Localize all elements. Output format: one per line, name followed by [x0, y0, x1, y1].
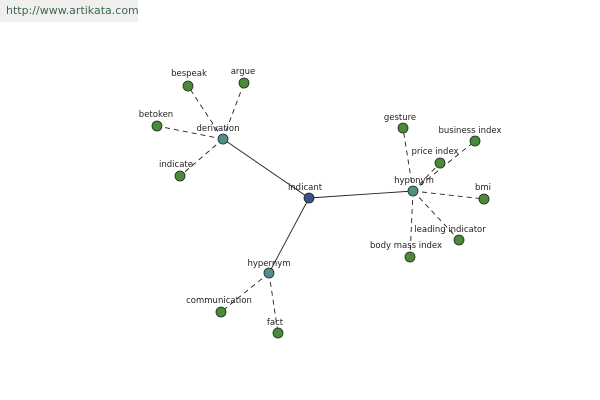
- node-gesture[interactable]: [397, 122, 409, 134]
- label-bmi[interactable]: bmi: [475, 183, 491, 193]
- edge-hyponym-body-mass-index: [409, 190, 414, 258]
- node-indicant[interactable]: [303, 192, 315, 204]
- edge-derivation-argue: [222, 82, 245, 140]
- label-bespeak[interactable]: bespeak: [171, 69, 207, 79]
- node-fact[interactable]: [272, 327, 284, 339]
- label-indicant[interactable]: indicant: [288, 183, 323, 193]
- label-body-mass-index[interactable]: body mass index: [370, 241, 442, 251]
- edge-derivation-betoken: [156, 125, 224, 140]
- label-hyponym[interactable]: hyponym: [394, 176, 434, 186]
- node-business-index[interactable]: [469, 135, 481, 147]
- edge-indicant-hyponym: [308, 190, 414, 199]
- node-derivation[interactable]: [217, 133, 229, 145]
- node-communication[interactable]: [215, 306, 227, 318]
- label-price-index[interactable]: price index: [411, 147, 458, 157]
- edge-hypernym-fact: [268, 272, 279, 334]
- node-price-index[interactable]: [434, 157, 446, 169]
- edge-derivation-bespeak: [187, 85, 224, 140]
- label-betoken[interactable]: betoken: [139, 110, 173, 120]
- label-argue[interactable]: argue: [231, 67, 256, 77]
- label-derivation[interactable]: derivation: [196, 124, 239, 134]
- source-url[interactable]: http://www.artikata.com: [0, 0, 139, 22]
- label-business-index[interactable]: business index: [438, 126, 501, 136]
- edge-indicant-hypernym: [268, 197, 310, 274]
- graph-nodes: [151, 77, 490, 339]
- edge-hyponym-price-index: [412, 162, 441, 192]
- node-bespeak[interactable]: [182, 80, 194, 92]
- label-indicate[interactable]: indicate: [159, 160, 193, 170]
- node-bmi[interactable]: [478, 193, 490, 205]
- graph-edges: [156, 82, 485, 334]
- edge-hyponym-bmi: [412, 190, 485, 200]
- node-indicate[interactable]: [174, 170, 186, 182]
- label-communication[interactable]: communication: [186, 296, 252, 306]
- node-hyponym[interactable]: [407, 185, 419, 197]
- label-fact[interactable]: fact: [267, 318, 284, 328]
- edge-derivation-indicate: [179, 138, 224, 177]
- graph-labels: bespeak argue betoken indicate derivation ges…: [139, 67, 502, 328]
- edge-hypernym-communication: [220, 272, 270, 313]
- label-leading-indicator[interactable]: leading indicator: [414, 225, 486, 235]
- node-hypernym[interactable]: [263, 267, 275, 279]
- node-body-mass-index[interactable]: [404, 251, 416, 263]
- edge-hyponym-gesture: [402, 127, 414, 192]
- edge-indicant-derivation: [222, 138, 310, 199]
- node-betoken[interactable]: [151, 120, 163, 132]
- label-gesture[interactable]: gesture: [384, 113, 416, 123]
- node-argue[interactable]: [238, 77, 250, 89]
- label-hypernym[interactable]: hypernym: [247, 259, 290, 269]
- node-leading-indicator[interactable]: [453, 234, 465, 246]
- edge-hyponym-leading-indicator: [412, 190, 460, 241]
